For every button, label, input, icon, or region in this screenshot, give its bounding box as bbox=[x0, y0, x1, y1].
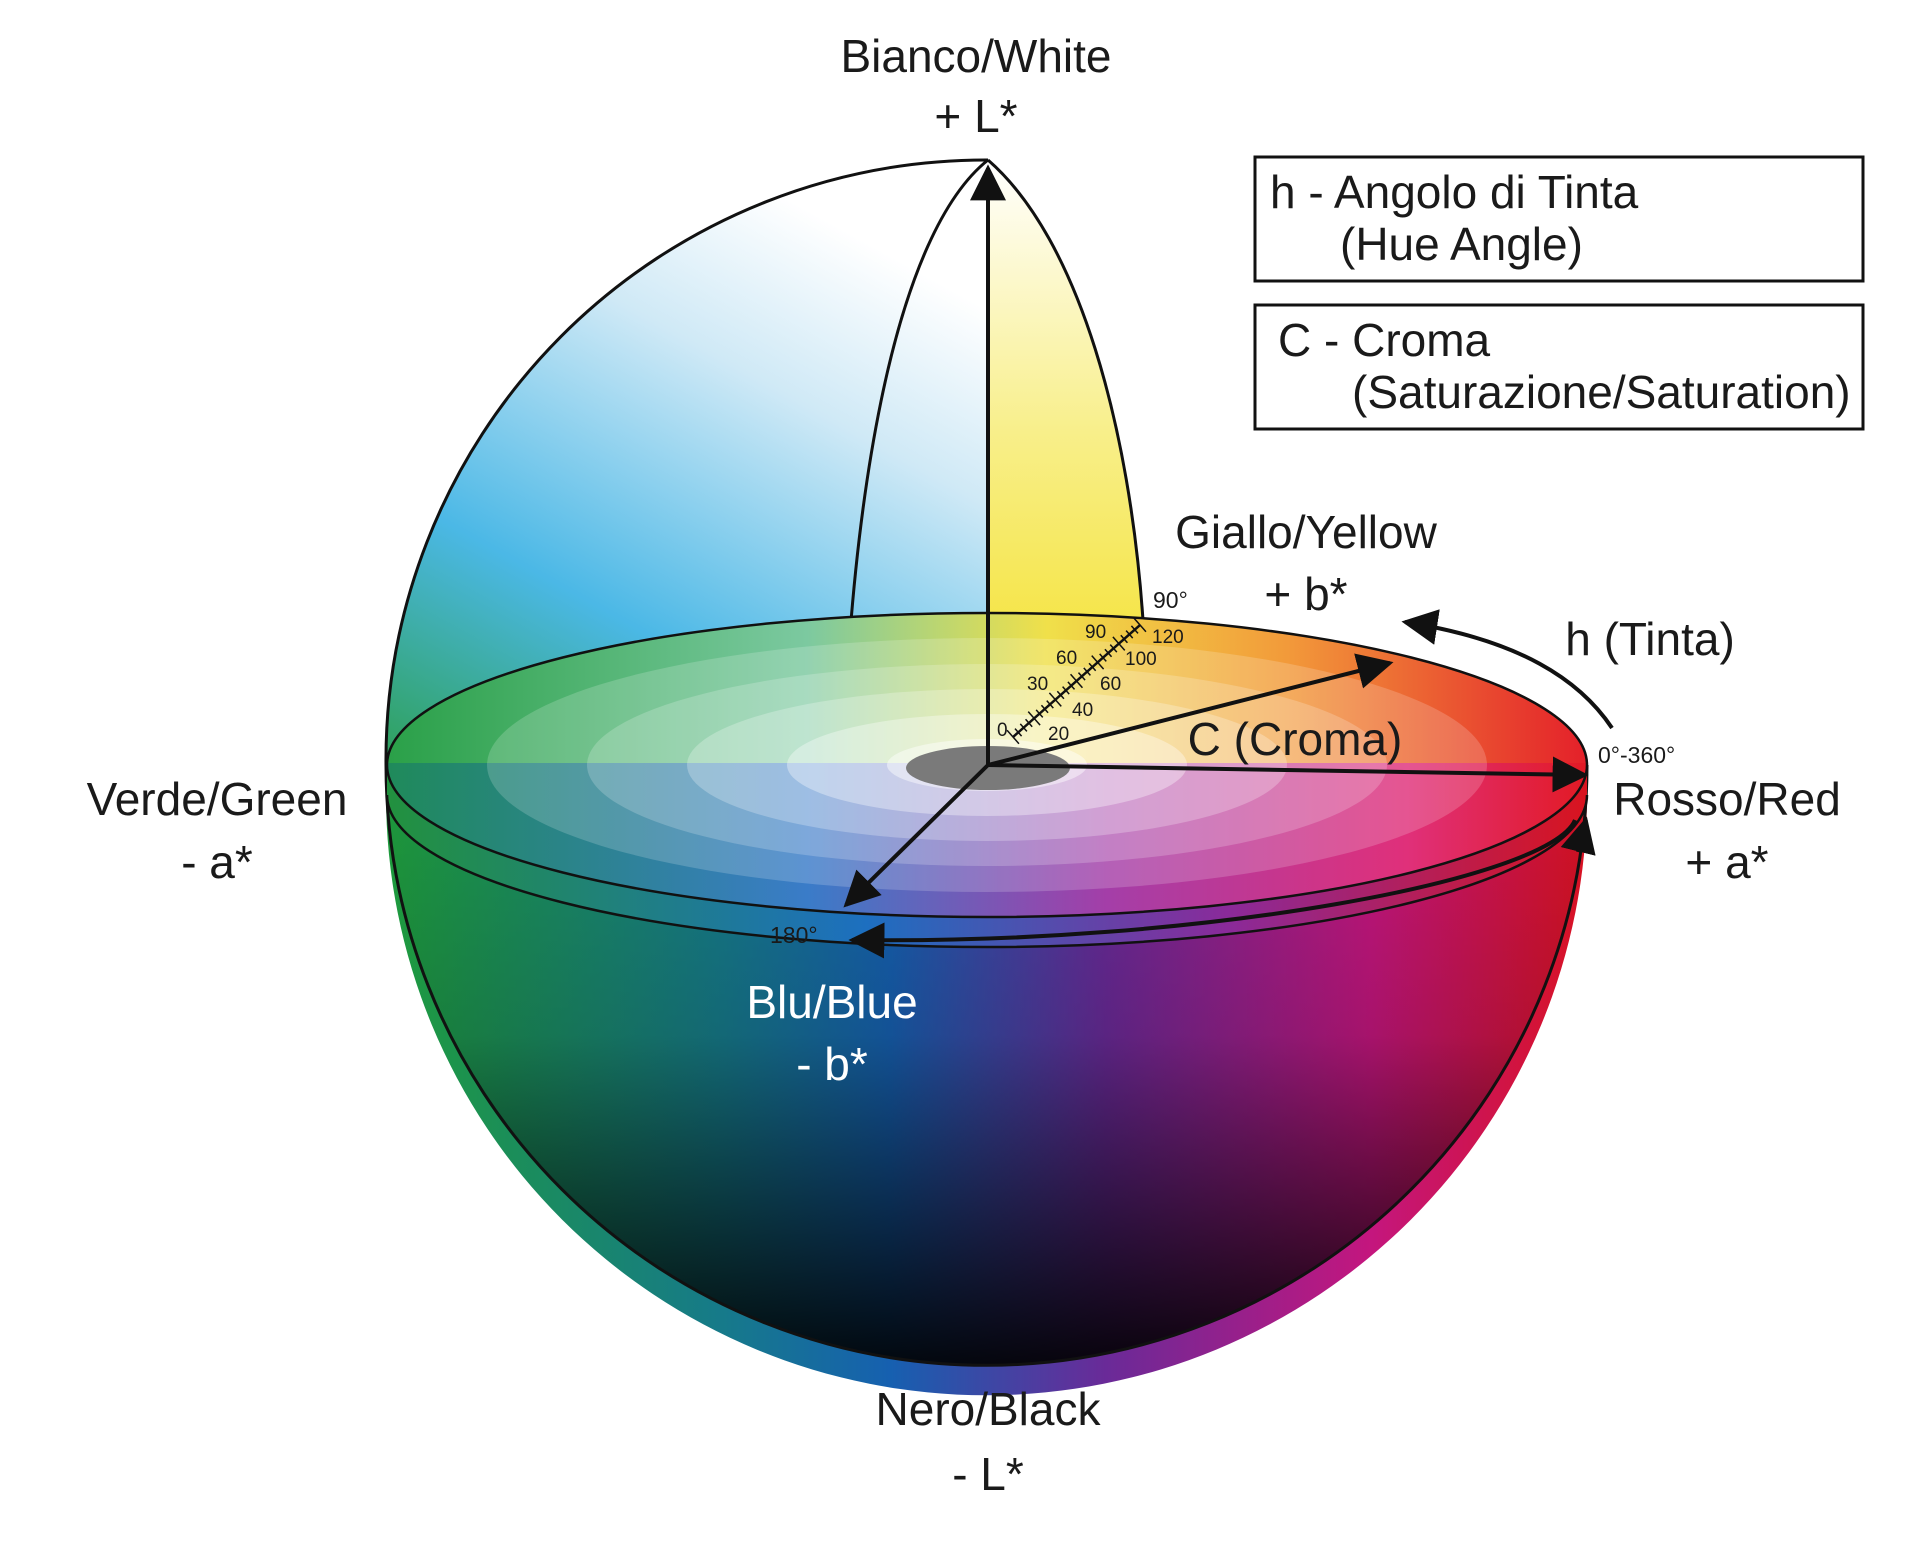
b-axis-arrow bbox=[843, 763, 990, 908]
label-black: Nero/Black - L* bbox=[876, 1383, 1102, 1500]
label-yellow: Giallo/Yellow + b* bbox=[1175, 506, 1437, 620]
scale-tick bbox=[1069, 673, 1084, 689]
scale-right-20: 20 bbox=[1048, 724, 1069, 745]
label-red-name: Rosso/Red bbox=[1613, 773, 1841, 825]
chroma-arrow bbox=[987, 653, 1394, 767]
label-green-sign: - a* bbox=[181, 836, 253, 888]
label-blue-name: Blu/Blue bbox=[746, 976, 917, 1028]
label-yellow-sign: + b* bbox=[1264, 568, 1347, 620]
scale-left-30: 30 bbox=[1027, 674, 1048, 695]
legend-hue-line1: h - Angolo di Tinta bbox=[1270, 166, 1639, 218]
label-white-name: Bianco/White bbox=[840, 30, 1111, 82]
scale-left-90: 90 bbox=[1085, 622, 1106, 643]
scale-right-60: 60 bbox=[1100, 674, 1121, 695]
rim-red-arrow bbox=[1560, 816, 1596, 856]
legend-chroma-line2: (Saturazione/Saturation) bbox=[1352, 366, 1851, 418]
label-red: Rosso/Red + a* bbox=[1613, 773, 1841, 888]
scale-tick bbox=[1046, 700, 1054, 709]
scale-right-40: 40 bbox=[1072, 700, 1093, 721]
scale-right-labels: 20 40 60 100 120 bbox=[1048, 627, 1184, 745]
angle-0-360: 0°-360° bbox=[1598, 742, 1675, 768]
scale-tick bbox=[1120, 634, 1128, 644]
label-blue-sign: - b* bbox=[796, 1038, 868, 1090]
scale-tick bbox=[1067, 681, 1076, 690]
scale-tick bbox=[1125, 630, 1134, 639]
label-red-sign: + a* bbox=[1685, 836, 1768, 888]
scale-right-100: 100 bbox=[1125, 649, 1157, 670]
scale-tick bbox=[1056, 690, 1065, 700]
scale-tick bbox=[1109, 644, 1118, 653]
scale-tick bbox=[1130, 625, 1139, 634]
label-white: Bianco/White + L* bbox=[840, 30, 1111, 142]
scale-tick bbox=[1019, 723, 1028, 732]
axis-arrows bbox=[843, 164, 1614, 959]
scale-tick bbox=[1035, 709, 1044, 718]
a-axis-arrow bbox=[987, 756, 1589, 793]
scale-left-60: 60 bbox=[1056, 648, 1077, 669]
label-hue-tinta: h (Tinta) bbox=[1565, 613, 1735, 665]
legend-chroma-line1: C - Croma bbox=[1278, 314, 1491, 366]
legend-hue-line2: (Hue Angle) bbox=[1340, 218, 1583, 270]
scale-tick bbox=[1077, 672, 1086, 681]
label-white-sign: + L* bbox=[934, 90, 1017, 142]
scale-tick bbox=[1040, 704, 1049, 714]
scale-left-labels: 0 30 60 90 bbox=[997, 622, 1106, 741]
angle-180: 180° bbox=[770, 922, 818, 948]
legend-chroma-box: C - Croma (Saturazione/Saturation) bbox=[1253, 303, 1865, 431]
label-yellow-name: Giallo/Yellow bbox=[1175, 506, 1437, 558]
scale-tick bbox=[1048, 692, 1062, 707]
angle-90: 90° bbox=[1153, 587, 1188, 613]
label-blue: Blu/Blue - b* bbox=[746, 976, 917, 1090]
hue-arc-arrow-front bbox=[848, 819, 1577, 959]
scale-tick bbox=[1088, 662, 1097, 672]
scale-tick bbox=[1133, 617, 1147, 633]
scale-tick bbox=[1091, 655, 1105, 670]
label-black-sign: - L* bbox=[952, 1448, 1024, 1500]
scale-tick bbox=[1112, 636, 1126, 651]
scale-right-120: 120 bbox=[1152, 627, 1184, 648]
scale-tick bbox=[1062, 686, 1070, 695]
label-green: Verde/Green - a* bbox=[87, 773, 348, 888]
scale-tick bbox=[1006, 729, 1020, 745]
scale-tick bbox=[1083, 667, 1091, 676]
label-green-name: Verde/Green bbox=[87, 773, 348, 825]
scale-left-0: 0 bbox=[997, 720, 1008, 741]
scale-tick bbox=[1104, 648, 1113, 658]
scale-tick bbox=[1025, 718, 1033, 728]
chroma-scale bbox=[1006, 617, 1147, 745]
legend-hue-box: h - Angolo di Tinta (Hue Angle) bbox=[1253, 155, 1865, 283]
label-black-name: Nero/Black bbox=[876, 1383, 1102, 1435]
scale-tick bbox=[1099, 653, 1107, 662]
hue-arc-arrow bbox=[1401, 609, 1614, 730]
label-chroma-croma: C (Croma) bbox=[1188, 713, 1403, 765]
neutral-gray-center bbox=[906, 746, 1070, 790]
scale-tick bbox=[1014, 728, 1023, 737]
scale-tick bbox=[1027, 711, 1041, 726]
